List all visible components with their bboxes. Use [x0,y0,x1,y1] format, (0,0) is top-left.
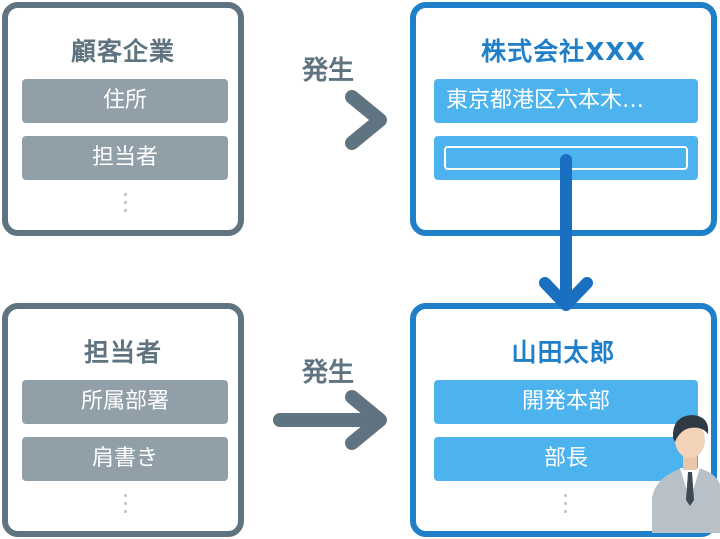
businessman-icon [652,415,720,533]
more-dots [123,494,127,513]
department-row: 所属部署 [22,380,228,424]
company-address-row: 東京都港区六本木… [434,79,698,123]
contact-name-title: 山田太郎 [511,338,616,367]
customer-company-title: 顧客企業 [70,37,175,66]
more-dots [563,494,567,513]
contact-job-title-row: 部長 [434,437,698,481]
contact-department-row: 開発本部 [434,380,698,424]
link-arrow-down [539,154,593,311]
more-dots [123,193,127,212]
contact-template-box: 担当者 所属部署 肩書き [2,303,244,537]
company-record-box: 株式会社XXX 東京都港区六本木… [410,2,717,236]
contact-template-title: 担当者 [83,338,162,367]
arrow-label-top: 発生 [301,56,354,86]
company-name-title: 株式会社XXX [481,37,646,66]
arrow-label-bottom: 発生 [301,358,354,388]
contact-person-row: 担当者 [22,136,228,180]
customer-company-box: 顧客企業 住所 担当者 [2,2,244,236]
contact-slot-row [434,136,698,180]
address-row: 住所 [22,79,228,123]
generate-arrow-top [273,90,387,150]
generate-arrow-bottom [273,390,387,450]
job-title-row: 肩書き [22,437,228,481]
